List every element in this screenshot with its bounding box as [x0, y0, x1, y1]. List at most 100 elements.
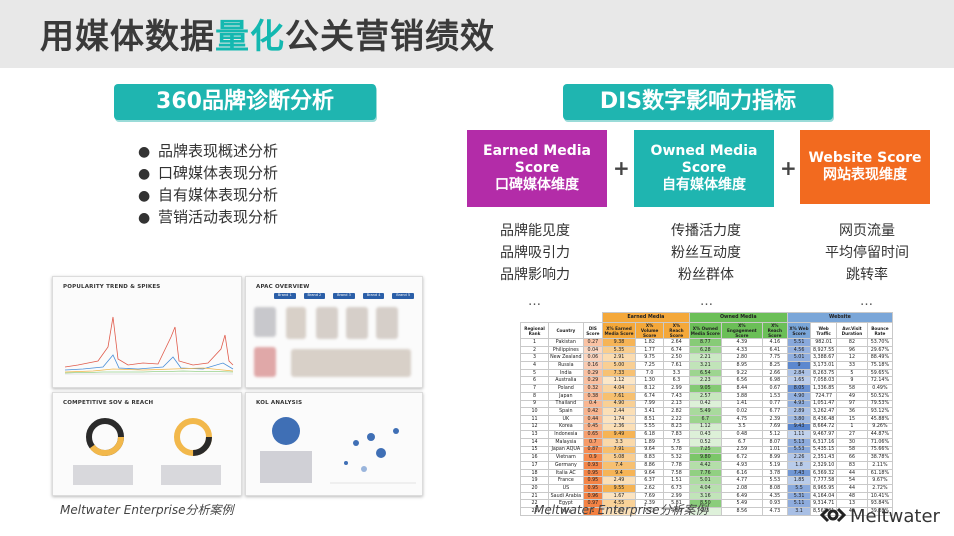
table-cell: 30 — [836, 437, 868, 447]
table-cell: 44 — [836, 468, 868, 478]
trend-chart-image — [64, 316, 234, 375]
table-cell: 9.49 — [602, 430, 636, 439]
table-cell: 7.25 — [688, 445, 723, 455]
table-header-cell: Regional Rank — [519, 322, 550, 339]
table-cell: 8.08 — [761, 484, 788, 493]
table-cell: 16 — [519, 453, 550, 462]
table-cell: 9.22 — [721, 368, 763, 378]
table-cell: 0.32 — [582, 384, 604, 393]
table-cell: 2.44 — [602, 407, 636, 416]
table-cell: 0.42 — [688, 399, 723, 409]
table-cell: 4.04 — [602, 384, 636, 393]
table-cell: 1 — [836, 422, 868, 432]
table-cell: 0.52 — [688, 437, 723, 447]
table-cell: 5.55 — [634, 422, 665, 432]
table-cell: 9.38 — [602, 338, 636, 347]
table-cell: 18 — [519, 468, 550, 478]
brand-chip: Brand 1 — [273, 293, 296, 299]
table-cell: 5.11 — [786, 499, 812, 509]
table-cell: 4.16 — [761, 338, 788, 347]
table-cell: 8.51 — [634, 414, 665, 424]
table-cell: 36 — [836, 407, 868, 416]
table-cell: 5 — [519, 368, 550, 378]
table-cell: India — [548, 368, 584, 378]
title-bar — [0, 0, 954, 68]
table-cell: 8,965.95 — [810, 484, 838, 493]
table-cell: 49 — [836, 391, 868, 401]
table-cell: 5.08 — [602, 453, 636, 462]
table-cell: 1.67 — [602, 491, 636, 501]
table-cell: 5.32 — [663, 453, 690, 462]
table-cell: 1.8 — [786, 461, 812, 470]
table-cell: 2.22 — [663, 414, 690, 424]
table-cell: 9.4 — [602, 468, 636, 478]
table-cell: 21 — [519, 491, 550, 501]
table-cell: 0.3 — [688, 507, 723, 516]
table-header-cell: X% Reach Score — [761, 322, 788, 339]
table-cell: 7.83 — [663, 430, 690, 439]
table-cell: Philippines — [548, 345, 584, 355]
table-cell: 9.55 — [602, 484, 636, 493]
table-cell: 4.75 — [721, 414, 763, 424]
meltwater-logo: Meltwater — [819, 506, 940, 528]
table-cell: 6 — [519, 376, 550, 386]
table-cell: 1.30 — [634, 376, 665, 386]
table-cell: 1.11 — [786, 430, 812, 439]
owned-media-score-box: Owned Media Score 自有媒体维度 — [634, 130, 774, 207]
dis-metric-label: DIS数字影响力指标 — [563, 84, 833, 120]
table-cell: 4 — [519, 361, 550, 370]
table-cell: US — [548, 484, 584, 493]
table-cell: 3.16 — [688, 491, 723, 501]
table-cell: 50.52% — [866, 391, 894, 401]
table-header-cell: X% Earned Media Score — [602, 322, 636, 339]
table-cell: Thailand — [548, 399, 584, 409]
table-cell: Russia — [548, 361, 584, 370]
table-cell: 2.89 — [786, 407, 812, 416]
table-cell: 7,058.03 — [810, 376, 838, 386]
table-cell: Pakistan — [548, 338, 584, 347]
table-cell: 5.53 — [761, 476, 788, 486]
owned-metrics: 传播活力度 粉丝互动度 粉丝群体 — [671, 223, 741, 283]
table-cell: 4.42 — [688, 461, 723, 470]
table-cell: 8.95 — [721, 361, 763, 370]
table-cell: 2.36 — [602, 422, 636, 432]
table-cell: 44 — [836, 484, 868, 493]
table-cell: 2 — [519, 345, 550, 355]
brand-diagnosis-label: 360品牌诊断分析 — [114, 84, 376, 120]
table-cell: 0.04 — [582, 345, 604, 355]
table-cell: 93.12% — [866, 407, 894, 416]
table-cell: 23 — [519, 507, 550, 516]
table-cell: 48 — [836, 491, 868, 501]
table-cell: 4.04 — [688, 484, 723, 493]
table-cell: 1.77 — [634, 345, 665, 355]
table-cell: 0.48 — [721, 430, 763, 439]
table-cell: 7.69 — [761, 422, 788, 432]
group-header-web: Website — [786, 312, 894, 323]
bullet-list: ●品牌表现概述分析 ●口碑媒体表现分析 ●自有媒体表现分析 ●营销活动表现分析 — [138, 140, 358, 228]
table-cell: 3,262.47 — [810, 407, 838, 416]
table-cell: 2.99 — [663, 491, 690, 501]
table-cell: 79.53% — [866, 399, 894, 409]
table-cell: 75.18% — [866, 361, 894, 370]
table-cell: 3.5 — [721, 422, 763, 432]
table-cell: 4.56 — [786, 345, 812, 355]
table-cell: 2.39 — [761, 414, 788, 424]
table-cell: 8,927.55 — [810, 345, 838, 355]
table-cell: 0.29 — [582, 368, 604, 378]
table-cell: 8.07 — [761, 437, 788, 447]
table-cell: 0.95 — [582, 468, 604, 478]
table-cell: 2.13 — [663, 399, 690, 409]
table-cell: 1,336.85 — [810, 384, 838, 393]
table-cell: 20 — [519, 484, 550, 493]
table-header-cell: DIS Score — [582, 322, 604, 339]
thumbnail-title: COMPETITIVE SOV & REACH — [63, 400, 154, 406]
table-cell: 5.01 — [786, 353, 812, 363]
table-cell: 7.23 — [634, 507, 665, 516]
